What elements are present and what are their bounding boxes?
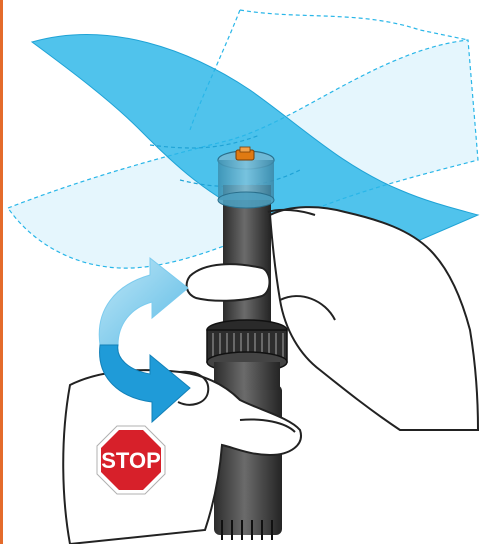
stop-sign-label: STOP [101, 448, 161, 473]
frame-edge [0, 0, 3, 544]
riser-collar [207, 320, 287, 390]
stop-sign-icon: STOP [97, 426, 165, 494]
